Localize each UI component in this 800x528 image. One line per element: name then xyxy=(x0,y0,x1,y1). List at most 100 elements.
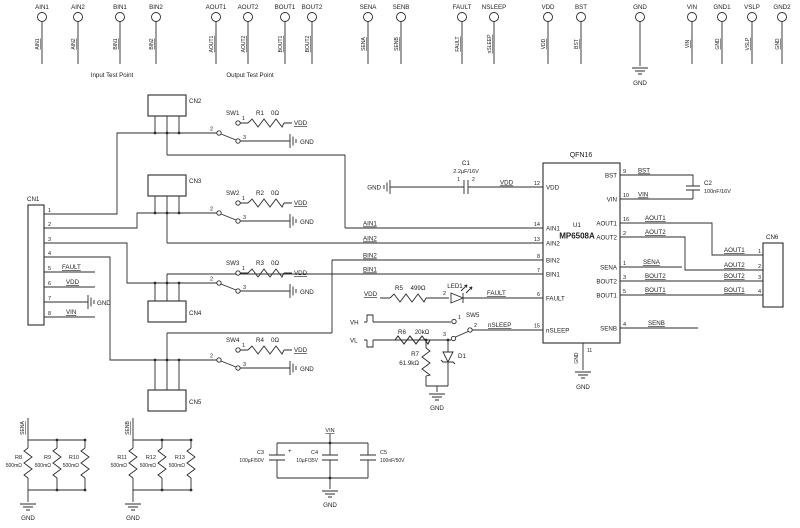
cn2-ref: CN2 xyxy=(189,98,202,105)
cn6-ref: CN6 xyxy=(766,234,779,241)
ic-gnd-caption: GND xyxy=(576,384,590,391)
testpoint-pad-vslp[interactable] xyxy=(747,12,757,22)
cn4-ref: CN4 xyxy=(189,310,202,317)
ic-pin1-num: 1 xyxy=(623,261,626,267)
r2-ref: R2 xyxy=(256,190,264,197)
sw1-common[interactable] xyxy=(216,130,222,136)
sw4-ref: SW4 xyxy=(226,337,240,344)
ground-symbol xyxy=(289,360,297,376)
sw3-pin1: 1 xyxy=(242,266,245,272)
testpoint-pad-gnd2[interactable] xyxy=(777,12,787,22)
net-bin2: BIN2 xyxy=(363,253,377,260)
testpoint-pad-sena[interactable] xyxy=(363,12,373,22)
testpoint-pad-gnd[interactable] xyxy=(635,12,645,22)
r5-val: 499Ω xyxy=(411,285,426,292)
r13-ref: R13 xyxy=(175,455,185,461)
r9-ref: R9 xyxy=(44,455,51,461)
ic-part: MP6508A xyxy=(559,232,595,241)
tp-gnd-caption: GND xyxy=(633,80,647,87)
tp-net-aout1: AOUT1 xyxy=(209,35,215,52)
nsleep-gnd-caption: GND xyxy=(430,405,444,412)
sw2-common[interactable] xyxy=(216,210,222,216)
testpoint-pad-gnd1[interactable] xyxy=(717,12,727,22)
testpoint-pad-bin2[interactable] xyxy=(151,12,161,22)
ic-pin6-num: 6 xyxy=(537,292,540,298)
testpoint-pad-bin1[interactable] xyxy=(115,12,125,22)
cn4-body[interactable] xyxy=(147,300,187,323)
bout2-net-cn6: BOUT2 xyxy=(724,273,745,280)
tp-label-gnd1: GND1 xyxy=(713,4,731,11)
sw4-throw3[interactable] xyxy=(235,365,241,371)
cn2-body[interactable] xyxy=(147,94,187,117)
sw3-common[interactable] xyxy=(216,280,222,286)
ch4-gnd: GND xyxy=(300,366,314,373)
ic-pin3-num: 3 xyxy=(623,275,626,281)
sw1-pin3: 3 xyxy=(243,135,246,141)
tp-label-bst: BST xyxy=(575,4,587,11)
testpoint-pad-bout1[interactable] xyxy=(280,12,290,22)
cn1-pin-2: 2 xyxy=(48,222,51,228)
ic-body[interactable] xyxy=(542,162,621,344)
testpoint-pad-aout2[interactable] xyxy=(243,12,253,22)
sw5-common[interactable] xyxy=(467,327,473,333)
tp-label-vslp: VSLP xyxy=(744,4,760,11)
cn1-body[interactable] xyxy=(27,204,45,326)
testpoint-pad-bout2[interactable] xyxy=(307,12,317,22)
sw3-pin3: 3 xyxy=(243,285,246,291)
bank-b-net: SENB xyxy=(125,421,131,435)
sw5-throw1[interactable] xyxy=(451,318,457,325)
sw4-throw1[interactable] xyxy=(235,347,241,353)
sense-bank-b: SENB R11 500mΩ R12 500mΩ R13 500mΩ GND xyxy=(111,418,196,522)
testpoint-pad-ain1[interactable] xyxy=(37,12,47,22)
sw5-throw3[interactable] xyxy=(450,335,457,342)
ic-name-sena: SENA xyxy=(600,265,618,272)
sw3-throw1[interactable] xyxy=(235,270,241,276)
ic-name-bout1: BOUT1 xyxy=(596,293,617,300)
testpoint-pad-aout1[interactable] xyxy=(211,12,221,22)
sw1-throw3[interactable] xyxy=(235,138,241,144)
c1-ref: C1 xyxy=(462,160,470,167)
c3-val: 100µF/50V xyxy=(239,458,264,464)
sw2-throw3[interactable] xyxy=(235,218,241,224)
bst-net: BST xyxy=(638,168,650,175)
r12-ref: R12 xyxy=(146,455,156,461)
r11-ref: R11 xyxy=(117,455,127,461)
tp-label-ain1: AIN1 xyxy=(35,4,49,11)
c5-val: 100nF/50V xyxy=(380,458,405,464)
sw1-throw1[interactable] xyxy=(235,120,241,126)
ic-gnd-pin-name: GND xyxy=(574,352,580,364)
input-testpoint-caption: Input Test Point xyxy=(91,72,134,79)
sw2-throw1[interactable] xyxy=(235,200,241,206)
testpoint-pad-senb[interactable] xyxy=(396,12,406,22)
cn5-ref: CN5 xyxy=(189,399,202,406)
sw3-throw3[interactable] xyxy=(235,288,241,294)
vin-net: VIN xyxy=(638,192,648,199)
tp-label-gnd: GND xyxy=(633,4,647,11)
bank-a-net: SENA xyxy=(20,421,26,435)
cn3-body[interactable] xyxy=(147,174,187,197)
testpoint-pad-vdd[interactable] xyxy=(543,12,553,22)
ground-symbol xyxy=(383,179,391,195)
sw3-pin2: 2 xyxy=(210,277,213,283)
c1-val: 2.2µF/16V xyxy=(453,169,479,175)
testpoint-pad-nsleep[interactable] xyxy=(489,12,499,22)
testpoint-pad-vin[interactable] xyxy=(687,12,697,22)
aout1-net-cn6: AOUT1 xyxy=(724,247,745,254)
testpoint-pad-bst[interactable] xyxy=(576,12,586,22)
testpoint-pad-fault[interactable] xyxy=(457,12,467,22)
tp-net-bout2: BOUT2 xyxy=(305,35,311,52)
c1-pin2: 2 xyxy=(472,177,475,183)
connector-cn6: CN6 1 2 3 4 xyxy=(758,234,784,308)
ic-gnd-pin-num: 11 xyxy=(587,348,592,354)
ch4-vdd: VDD xyxy=(294,347,308,354)
testpoint-pad-ain2[interactable] xyxy=(73,12,83,22)
r9-val: 500mΩ xyxy=(35,463,52,469)
cn6-body[interactable] xyxy=(762,242,784,308)
cn1-wires xyxy=(44,271,95,318)
sw4-common[interactable] xyxy=(216,357,222,363)
sw5-ref: SW5 xyxy=(466,312,480,319)
cn5-body[interactable] xyxy=(147,389,187,412)
led1-arrows xyxy=(460,284,473,294)
nsleep-net: nSLEEP xyxy=(488,322,511,329)
